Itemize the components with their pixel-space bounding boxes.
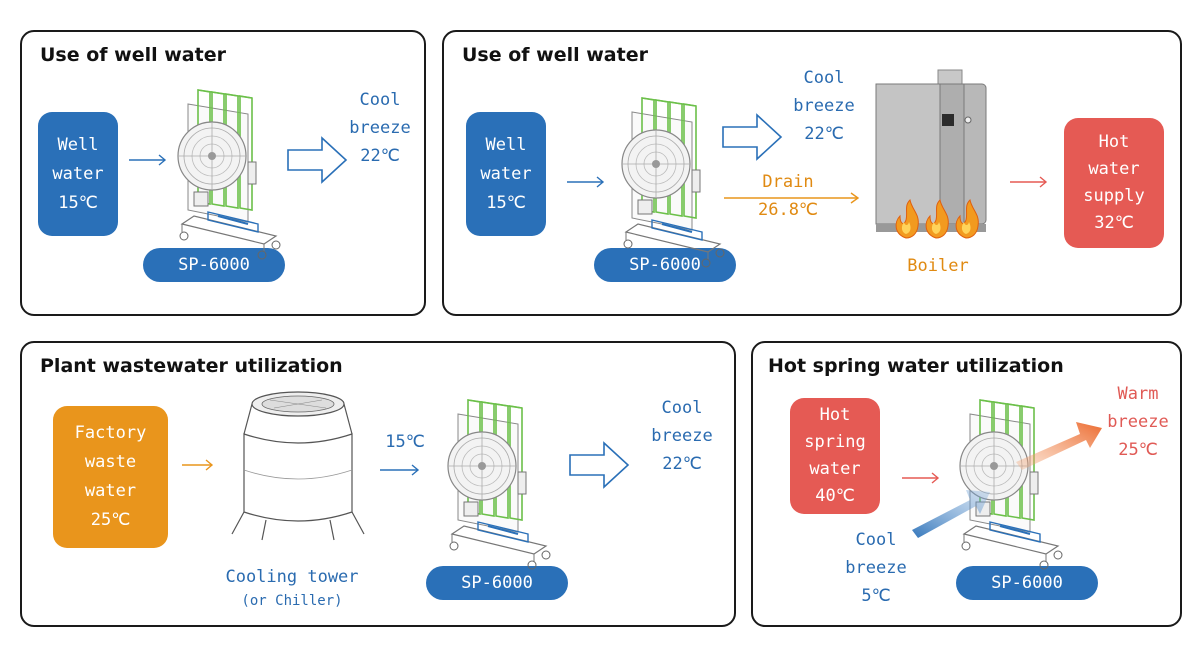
unit-label: SP-6000 [426, 566, 568, 600]
panel-title: Hot spring water utilization [768, 355, 1064, 377]
temperature-label: 15℃ [385, 432, 425, 452]
panel-title: Use of well water [462, 44, 648, 66]
panel-title: Use of well water [40, 44, 226, 66]
hot-water-supply-box: Hot water supply 32℃ [1064, 118, 1164, 248]
unit-label: SP-6000 [956, 566, 1098, 600]
warm-breeze-label: Warm breeze 25℃ [1107, 384, 1169, 460]
unit-label: SP-6000 [594, 248, 736, 282]
cool-breeze-input-label: Cool breeze 5℃ [845, 530, 907, 606]
cool-breeze-label: Cool breeze 22℃ [651, 398, 713, 474]
hot-spring-water-box: Hot spring water 40℃ [790, 398, 880, 514]
well-water-box: Well water 15℃ [38, 112, 118, 236]
boiler-label: Boiler [907, 256, 969, 276]
panel-well-water-boiler [442, 30, 1182, 316]
cool-breeze-label: Cool breeze 22℃ [793, 68, 855, 144]
factory-waste-water-box: Factory waste water 25℃ [53, 406, 168, 548]
panel-title: Plant wastewater utilization [40, 355, 343, 377]
drain-label: Drain 26.8℃ [757, 172, 819, 220]
well-water-box: Well water 15℃ [466, 112, 546, 236]
cooling-tower-label: Cooling tower (or Chiller) [225, 567, 359, 609]
unit-label: SP-6000 [143, 248, 285, 282]
cool-breeze-label: Cool breeze 22℃ [349, 90, 411, 166]
